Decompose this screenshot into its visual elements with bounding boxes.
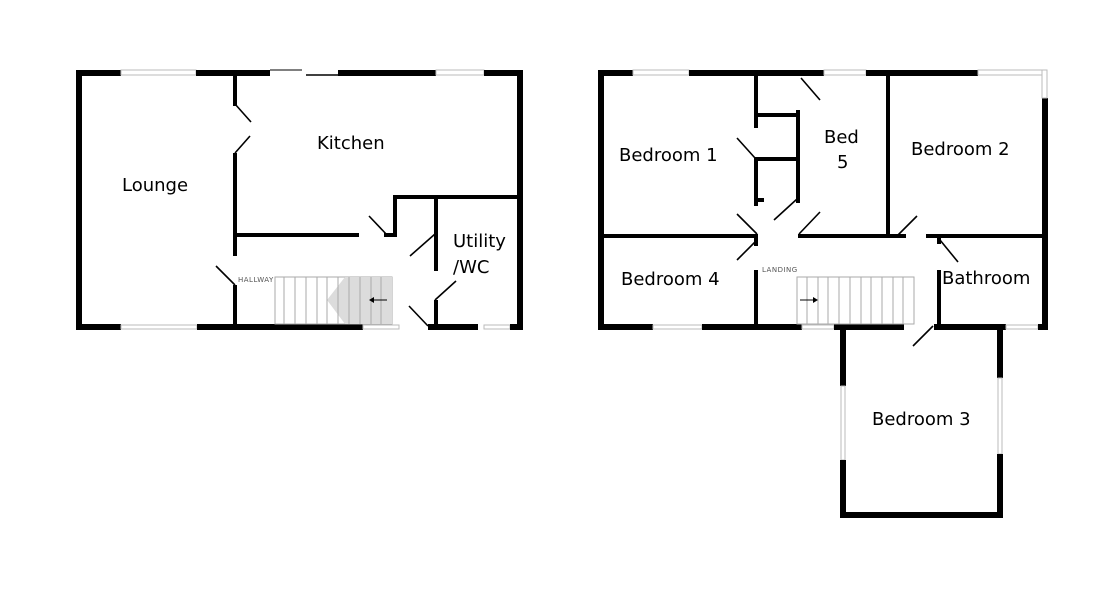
wall xyxy=(76,324,121,330)
wall xyxy=(384,233,397,237)
wall xyxy=(484,70,523,76)
wall xyxy=(1038,324,1048,330)
wall xyxy=(233,70,237,106)
room-label-bed-5-line1: Bed xyxy=(824,127,859,148)
wall xyxy=(840,326,846,386)
window xyxy=(120,69,197,76)
wall xyxy=(798,234,906,238)
wall xyxy=(76,70,121,76)
wall xyxy=(754,270,758,326)
wall xyxy=(866,70,978,76)
room-label-bedroom-1: Bedroom 1 xyxy=(619,145,718,166)
wall xyxy=(754,160,758,206)
wall xyxy=(76,70,82,330)
wall xyxy=(393,195,397,237)
wall xyxy=(233,153,237,256)
wall xyxy=(754,198,764,202)
wall xyxy=(997,326,1003,378)
window xyxy=(977,69,1043,76)
window xyxy=(120,324,198,330)
room-label-wc: /WC xyxy=(453,257,490,278)
wall xyxy=(598,324,653,330)
window xyxy=(840,385,846,461)
wall xyxy=(754,157,800,161)
wall xyxy=(754,113,800,117)
wall xyxy=(235,233,359,237)
stair-direction-arrow-icon xyxy=(813,297,818,303)
room-label-kitchen: Kitchen xyxy=(317,133,385,154)
window xyxy=(652,324,703,330)
wall xyxy=(1042,98,1048,330)
stair-direction-arrow-icon xyxy=(369,297,374,303)
window xyxy=(435,69,485,76)
window xyxy=(483,324,511,330)
wall xyxy=(702,324,802,330)
wall xyxy=(937,236,941,244)
wall xyxy=(840,512,1003,518)
wall xyxy=(796,110,800,203)
ground-floor-plan xyxy=(76,69,523,330)
wall xyxy=(517,70,523,330)
wall xyxy=(886,72,890,238)
room-label-utility: Utility xyxy=(453,231,506,252)
room-label-bathroom: Bathroom xyxy=(942,268,1031,289)
wall xyxy=(754,72,758,128)
window xyxy=(801,324,835,330)
wall xyxy=(754,234,758,246)
wall xyxy=(600,234,757,238)
room-label-bedroom-4: Bedroom 4 xyxy=(621,269,720,290)
wall xyxy=(997,454,1003,518)
wall xyxy=(428,324,478,330)
wall xyxy=(434,197,438,271)
wall xyxy=(598,70,604,330)
label-landing: LANDING xyxy=(762,266,798,274)
wall xyxy=(434,300,438,327)
wall xyxy=(510,324,523,330)
label-hallway: HALLWAY xyxy=(238,276,274,284)
window xyxy=(362,324,400,330)
wall xyxy=(926,234,1046,238)
wall xyxy=(840,460,846,518)
wall xyxy=(598,70,633,76)
wall xyxy=(934,324,1006,330)
wall xyxy=(834,324,904,330)
wall xyxy=(197,324,363,330)
room-label-bed-5-line2: 5 xyxy=(837,152,849,173)
window xyxy=(632,69,690,76)
room-label-bedroom-2: Bedroom 2 xyxy=(911,139,1010,160)
wall xyxy=(233,285,237,327)
first-floor-plan xyxy=(598,69,1048,518)
room-label-lounge: Lounge xyxy=(122,175,189,196)
wall xyxy=(937,270,941,328)
wall xyxy=(338,70,436,76)
staircase xyxy=(796,276,915,325)
window xyxy=(823,69,867,76)
window xyxy=(1005,324,1039,330)
window xyxy=(997,377,1003,455)
wall xyxy=(393,195,521,199)
staircase xyxy=(274,276,393,325)
window xyxy=(1041,69,1048,99)
room-label-bedroom-3: Bedroom 3 xyxy=(872,409,971,430)
